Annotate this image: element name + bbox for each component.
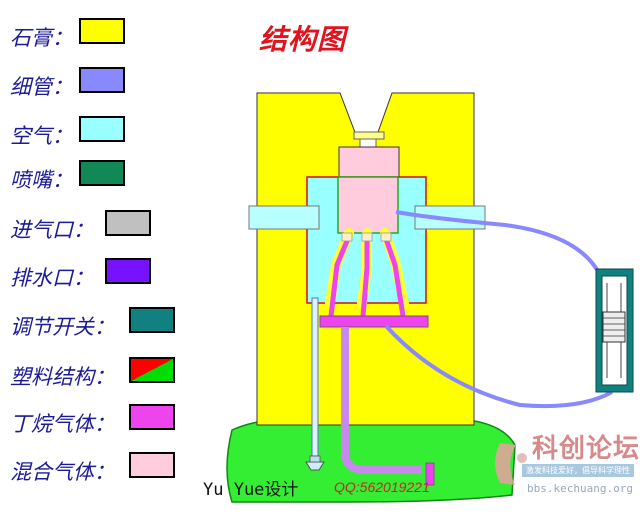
nozzle-tip-left (341, 232, 353, 242)
legend-label: 细管： (10, 75, 73, 99)
drain-pipe (311, 297, 319, 457)
regulator-spring (602, 311, 626, 343)
nozzle-tip-right (380, 232, 392, 242)
butane-tube-middle-inner (360, 236, 370, 317)
watermark-forum-name: 科创论坛 (532, 434, 641, 464)
gas-inlet-valve (425, 462, 435, 486)
butane-tube-left-inner (328, 235, 352, 317)
drain-cap (309, 455, 321, 463)
watermark-slogan: 激发科技爱好，倡导科学理性 (522, 464, 634, 477)
legend-swatch (79, 67, 125, 93)
gas-manifold (319, 315, 429, 328)
butane-tube-right-inner (382, 235, 406, 317)
legend-swatch (79, 116, 125, 142)
legend-label: 石膏： (10, 26, 73, 50)
legend-swatch (79, 160, 125, 186)
legend-swatch (79, 18, 125, 44)
legend-swatch (129, 404, 175, 430)
watermark-logo-icon (495, 443, 516, 485)
thin-tube-upper (395, 210, 602, 276)
legend-swatch (105, 258, 151, 284)
legend-label: 喷嘴： (10, 168, 73, 192)
qq-contact: QQ:562019221 (334, 479, 430, 495)
gas-supply-pipe (341, 327, 422, 474)
watermark-logo-dot (517, 453, 527, 463)
legend-swatch (129, 307, 175, 333)
legend-label: 塑料结构： (10, 365, 115, 389)
nozzle-cap (353, 131, 385, 140)
legend-label: 进气口： (10, 218, 94, 242)
legend-label: 调节开关： (10, 315, 115, 339)
diagram-title: 结构图 (259, 23, 347, 56)
mixing-chamber-upper (338, 146, 400, 178)
mixing-chamber (337, 176, 399, 234)
watermark-url: bbs.kechuang.org (527, 482, 633, 495)
air-inlet-left (248, 205, 320, 230)
legend-label: 空气： (10, 124, 73, 148)
designer-credit: Yu Yue设计 (203, 480, 299, 500)
legend-swatch (129, 452, 175, 478)
legend-swatch (129, 357, 175, 383)
legend-label: 排水口： (10, 266, 94, 290)
nozzle-tip-middle (361, 232, 373, 242)
regulator-spring-coils (603, 317, 625, 337)
legend-label: 混合气体： (10, 460, 115, 484)
legend-label: 丁烷气体： (10, 412, 115, 436)
thin-tube-lower (384, 324, 613, 409)
legend-swatch (105, 210, 151, 236)
